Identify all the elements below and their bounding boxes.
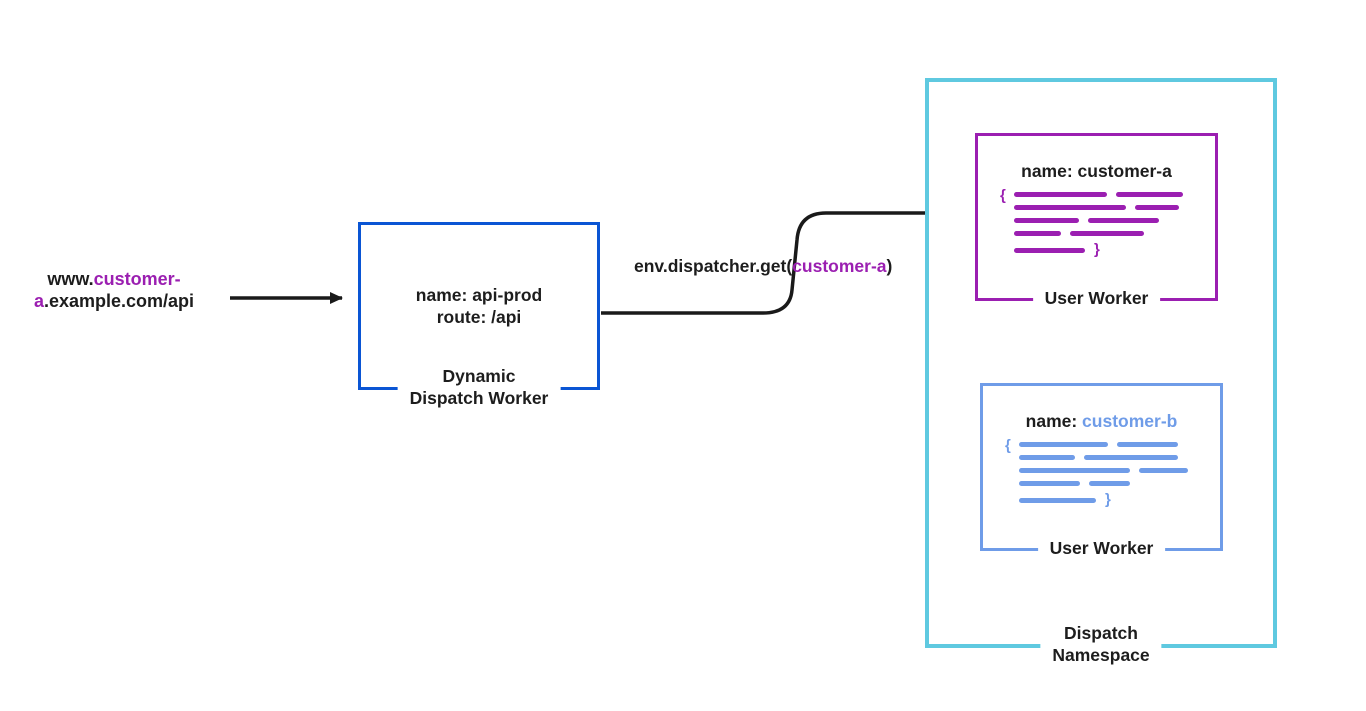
- worker-b-code-snippet: { }: [1005, 437, 1198, 508]
- dispatch-worker-label-line2: Dispatch Worker: [409, 388, 549, 408]
- code-line-bar: [1014, 218, 1079, 223]
- code-line: [1014, 218, 1193, 223]
- code-line: }: [1019, 491, 1198, 508]
- code-line-bar: [1135, 205, 1179, 210]
- dispatch-worker-route: route: /api: [436, 307, 522, 327]
- dispatcher-call-label: env.dispatcher.get(customer-a): [634, 256, 892, 277]
- dispatch-worker-label: Dynamic Dispatch Worker: [397, 365, 561, 409]
- call-suffix: ): [886, 256, 893, 276]
- worker-a-label: User Worker: [1032, 287, 1161, 309]
- worker-b-name: name: customer-b: [1005, 410, 1198, 432]
- dynamic-dispatch-worker-box: name: api-prod route: /api Dynamic Dispa…: [358, 222, 600, 409]
- dispatch-arrow: [601, 207, 951, 315]
- worker-a-code-snippet: { }: [1000, 187, 1193, 258]
- worker-b-name-value: customer-b: [1082, 411, 1178, 431]
- code-line-bar: [1139, 468, 1188, 473]
- worker-a-name-prefix: name:: [1021, 161, 1078, 181]
- namespace-label-line1: Dispatch: [1064, 623, 1138, 643]
- dispatch-namespace-box: name: customer-a { } User Worker name: c…: [925, 78, 1277, 666]
- code-line: [1019, 481, 1198, 486]
- url-prefix: www.: [47, 269, 94, 289]
- worker-b-label: User Worker: [1037, 537, 1166, 559]
- namespace-label: Dispatch Namespace: [1040, 622, 1162, 666]
- code-line-bar: [1014, 248, 1085, 253]
- code-line-bar: [1019, 468, 1130, 473]
- code-line-bar: [1014, 231, 1061, 236]
- code-line-bar: [1070, 231, 1144, 236]
- call-prefix: env.dispatcher.get(: [634, 256, 793, 276]
- worker-a-name-value: customer-a: [1077, 161, 1172, 181]
- worker-b-name-prefix: name:: [1025, 411, 1083, 431]
- open-brace: {: [1005, 437, 1011, 454]
- code-line-bar: [1088, 218, 1159, 223]
- code-line-bar: [1116, 192, 1183, 197]
- request-url: www.customer- a.example.com/api: [8, 268, 220, 312]
- close-brace: }: [1094, 241, 1100, 258]
- url-customer-highlight: customer-: [93, 269, 181, 289]
- code-line-bar: [1089, 481, 1130, 486]
- user-worker-a-box: name: customer-a { } User Worker: [975, 133, 1218, 309]
- code-line-bar: [1117, 442, 1178, 447]
- namespace-label-line2: Namespace: [1052, 645, 1150, 665]
- code-line-bar: [1019, 455, 1075, 460]
- code-line-bar: [1019, 498, 1096, 503]
- open-brace: {: [1000, 187, 1006, 204]
- code-line-bar: [1084, 455, 1178, 460]
- code-line: [1019, 455, 1198, 460]
- url-customer-highlight-2: a: [33, 291, 44, 311]
- code-line: [1014, 192, 1193, 197]
- dispatch-worker-name: name: api-prod: [415, 285, 543, 305]
- code-line: [1014, 231, 1193, 236]
- code-line: }: [1014, 241, 1193, 258]
- worker-a-name: name: customer-a: [1000, 160, 1193, 182]
- code-line: [1019, 468, 1198, 473]
- code-line: [1019, 442, 1198, 447]
- user-worker-b-box: name: customer-b { } User Worker: [980, 383, 1223, 559]
- close-brace: }: [1105, 491, 1111, 508]
- call-arg: customer-a: [792, 256, 887, 276]
- code-line-bar: [1019, 481, 1080, 486]
- code-line-bar: [1019, 442, 1108, 447]
- code-line-bar: [1014, 192, 1107, 197]
- code-line: [1014, 205, 1193, 210]
- url-suffix: .example.com/api: [43, 291, 195, 311]
- code-line-bar: [1014, 205, 1126, 210]
- dispatch-worker-label-line1: Dynamic: [442, 366, 516, 386]
